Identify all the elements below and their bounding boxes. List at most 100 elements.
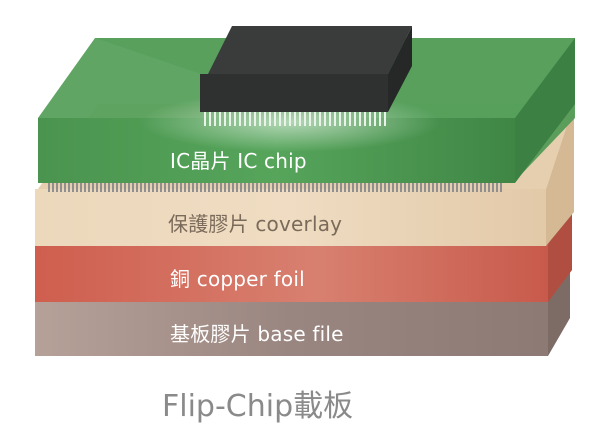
solder-bump bbox=[292, 183, 294, 192]
chip-pin bbox=[254, 112, 256, 126]
solder-bump bbox=[448, 183, 450, 192]
solder-bump bbox=[296, 183, 298, 192]
solder-bump bbox=[444, 183, 446, 192]
chip-pin bbox=[379, 112, 381, 126]
ic-chip-label: IC晶片 IC chip bbox=[170, 145, 307, 174]
solder-bump bbox=[68, 183, 70, 192]
solder-bump bbox=[104, 183, 106, 192]
solder-bump bbox=[84, 183, 86, 192]
solder-bump bbox=[328, 183, 330, 192]
solder-bump bbox=[72, 183, 74, 192]
ic-chip bbox=[200, 26, 412, 126]
solder-bump bbox=[360, 183, 362, 192]
solder-bump bbox=[412, 183, 414, 192]
chip-pin bbox=[274, 112, 276, 126]
solder-bump bbox=[268, 183, 270, 192]
chip-pin bbox=[214, 112, 216, 126]
solder-bump bbox=[428, 183, 430, 192]
solder-bump bbox=[52, 183, 54, 192]
solder-bump bbox=[76, 183, 78, 192]
solder-bump bbox=[96, 183, 98, 192]
solder-bump bbox=[396, 183, 398, 192]
chip-pin bbox=[259, 112, 261, 126]
solder-bump bbox=[176, 183, 178, 192]
solder-bump bbox=[468, 183, 470, 192]
solder-bump bbox=[320, 183, 322, 192]
chip-pin bbox=[359, 112, 361, 126]
solder-bump bbox=[48, 183, 50, 192]
chip-pin bbox=[374, 112, 376, 126]
chip-pin bbox=[384, 112, 386, 126]
diagram-caption: Flip-Chip載板 bbox=[162, 381, 353, 425]
solder-bump bbox=[220, 183, 222, 192]
solder-bump bbox=[384, 183, 386, 192]
chip-pin bbox=[249, 112, 251, 126]
solder-bump bbox=[352, 183, 354, 192]
solder-bump bbox=[308, 183, 310, 192]
chip-pin bbox=[289, 112, 291, 126]
chip-pin bbox=[209, 112, 211, 126]
solder-bump bbox=[400, 183, 402, 192]
ic-chip-front bbox=[200, 74, 388, 112]
solder-bump bbox=[488, 183, 490, 192]
solder-bump bbox=[496, 183, 498, 192]
solder-bump bbox=[272, 183, 274, 192]
solder-bump bbox=[304, 183, 306, 192]
solder-bump bbox=[480, 183, 482, 192]
solder-bump bbox=[88, 183, 90, 192]
solder-bump bbox=[64, 183, 66, 192]
chip-pin bbox=[279, 112, 281, 126]
solder-bump bbox=[144, 183, 146, 192]
solder-bump bbox=[232, 183, 234, 192]
solder-bump bbox=[348, 183, 350, 192]
chip-pin bbox=[339, 112, 341, 126]
solder-bump bbox=[324, 183, 326, 192]
solder-bump bbox=[436, 183, 438, 192]
solder-bump bbox=[152, 183, 154, 192]
solder-bump bbox=[100, 183, 102, 192]
solder-bump bbox=[140, 183, 142, 192]
chip-pin bbox=[349, 112, 351, 126]
solder-bump bbox=[148, 183, 150, 192]
chip-pin bbox=[269, 112, 271, 126]
chip-pin bbox=[314, 112, 316, 126]
solder-bump bbox=[260, 183, 262, 192]
solder-bump bbox=[212, 183, 214, 192]
chip-pin bbox=[324, 112, 326, 126]
solder-bump bbox=[264, 183, 266, 192]
solder-bump bbox=[156, 183, 158, 192]
solder-bump bbox=[464, 183, 466, 192]
solder-bump bbox=[204, 183, 206, 192]
solder-bump bbox=[208, 183, 210, 192]
solder-bump bbox=[136, 183, 138, 192]
copper-foil-label: 銅 copper foil bbox=[170, 263, 305, 292]
solder-bump bbox=[80, 183, 82, 192]
solder-bump bbox=[128, 183, 130, 192]
solder-bump bbox=[332, 183, 334, 192]
solder-bump bbox=[372, 183, 374, 192]
chip-pin bbox=[309, 112, 311, 126]
solder-bump bbox=[364, 183, 366, 192]
solder-bump bbox=[112, 183, 114, 192]
solder-bump bbox=[452, 183, 454, 192]
solder-bump bbox=[380, 183, 382, 192]
solder-bump bbox=[160, 183, 162, 192]
solder-bump bbox=[240, 183, 242, 192]
solder-bump bbox=[420, 183, 422, 192]
solder-bump bbox=[368, 183, 370, 192]
solder-bump bbox=[416, 183, 418, 192]
solder-bump bbox=[216, 183, 218, 192]
solder-bump bbox=[132, 183, 134, 192]
chip-pin bbox=[244, 112, 246, 126]
chip-pin bbox=[329, 112, 331, 126]
chip-pin bbox=[234, 112, 236, 126]
solder-bump bbox=[256, 183, 258, 192]
chip-pin bbox=[344, 112, 346, 126]
chip-pin bbox=[364, 112, 366, 126]
solder-bump bbox=[316, 183, 318, 192]
solder-bump bbox=[284, 183, 286, 192]
chip-pin bbox=[319, 112, 321, 126]
solder-bump bbox=[404, 183, 406, 192]
chip-pin bbox=[264, 112, 266, 126]
base-film-label: 基板膠片 base file bbox=[170, 318, 344, 347]
